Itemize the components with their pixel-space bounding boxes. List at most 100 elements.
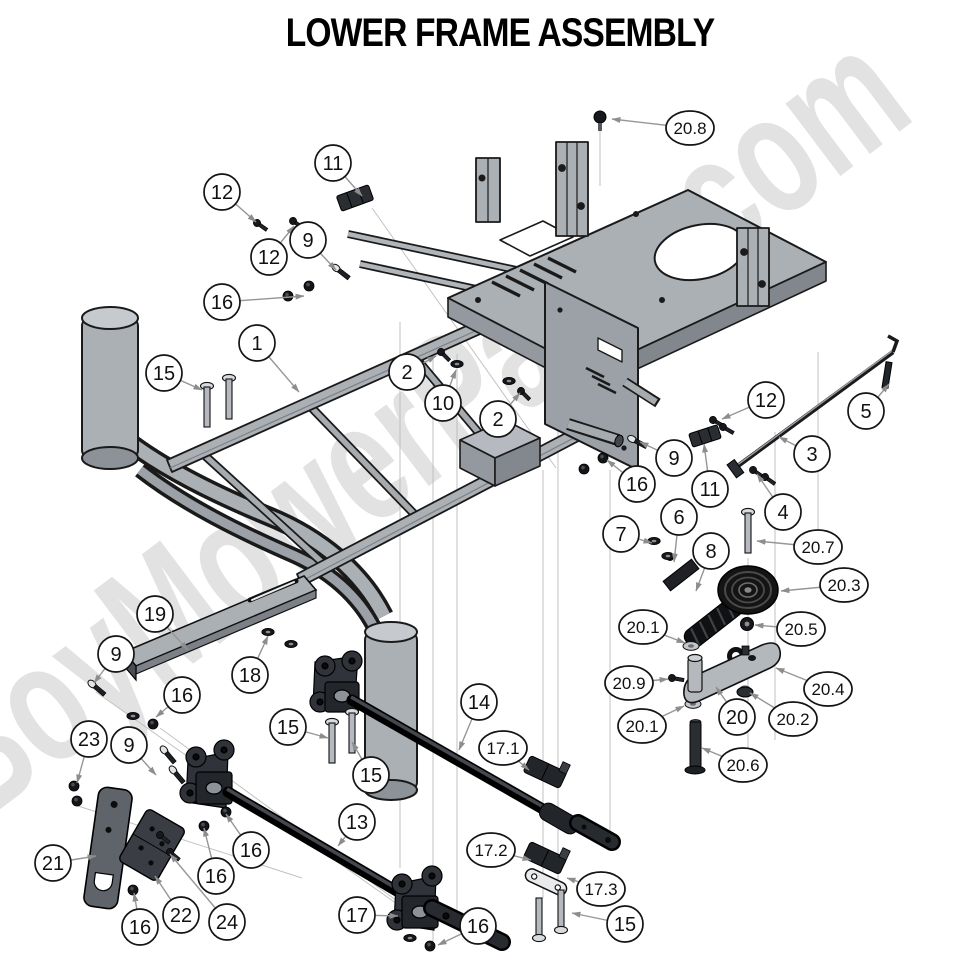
bracket-21 [83, 786, 133, 910]
callout-21: 21 [34, 844, 97, 882]
callout-12: 12 [721, 381, 785, 420]
hitch-box [459, 419, 541, 487]
svg-text:15: 15 [153, 363, 175, 385]
svg-text:4: 4 [777, 502, 788, 524]
callout-15: 15 [145, 354, 203, 392]
svg-text:20.6: 20.6 [726, 756, 759, 775]
callout-17.1: 17.1 [478, 730, 530, 771]
main-frame [81, 141, 827, 801]
svg-text:15: 15 [277, 717, 299, 739]
callout-20.1: 20.1 [617, 705, 685, 744]
svg-text:20.2: 20.2 [776, 710, 809, 729]
caster-tube-left [81, 306, 139, 470]
callout-11: 11 [314, 144, 363, 197]
svg-text:5: 5 [860, 401, 871, 423]
hardware [68, 110, 778, 952]
svg-text:20.5: 20.5 [784, 620, 817, 639]
callout-10: 10 [424, 369, 462, 422]
callout-22: 22 [154, 875, 200, 934]
svg-text:20.4: 20.4 [811, 680, 844, 699]
svg-text:17.3: 17.3 [584, 880, 617, 899]
clamp-17-2 [523, 841, 571, 875]
callout-20.9: 20.9 [604, 665, 669, 701]
tie-rod-13 [222, 786, 418, 906]
svg-text:16: 16 [211, 292, 233, 314]
callout-16: 16 [225, 813, 270, 869]
svg-text:17.1: 17.1 [486, 739, 519, 758]
svg-text:17: 17 [346, 905, 368, 927]
svg-text:16: 16 [240, 840, 262, 862]
svg-text:11: 11 [323, 153, 344, 175]
idler-arm [683, 642, 782, 775]
svg-text:18: 18 [239, 665, 261, 687]
callout-16: 16 [197, 827, 235, 895]
svg-text:1: 1 [251, 333, 262, 355]
svg-text:2: 2 [492, 409, 503, 431]
callout-17: 17 [338, 896, 399, 934]
svg-text:16: 16 [626, 474, 648, 496]
svg-text:9: 9 [110, 644, 121, 666]
rear-plate [544, 281, 639, 471]
callout-16: 16 [203, 283, 305, 321]
svg-text:6: 6 [673, 507, 684, 529]
callout-16: 16 [155, 676, 201, 718]
callout-18: 18 [231, 635, 269, 694]
svg-text:21: 21 [42, 853, 64, 875]
callout-20.8: 20.8 [611, 110, 715, 146]
link-plate-17-3 [524, 868, 568, 896]
callout-19: 19 [136, 595, 189, 651]
callout-16: 16 [606, 459, 656, 503]
svg-text:2: 2 [401, 362, 412, 384]
callout-16: 16 [121, 892, 159, 946]
callout-12: 12 [203, 173, 257, 223]
callout-20.7: 20.7 [756, 529, 843, 565]
callout-12: 12 [250, 225, 295, 276]
callout-23: 23 [70, 720, 108, 784]
svg-text:12: 12 [755, 390, 777, 412]
svg-text:16: 16 [205, 866, 227, 888]
svg-text:22: 22 [170, 905, 192, 927]
callout-20.2: 20.2 [749, 692, 818, 737]
svg-text:3: 3 [806, 444, 817, 466]
callout-17.3: 17.3 [566, 871, 626, 907]
svg-text:17.2: 17.2 [474, 841, 507, 860]
callout-20.4: 20.4 [775, 667, 853, 707]
svg-text:20.1: 20.1 [625, 717, 658, 736]
svg-text:7: 7 [615, 524, 626, 546]
svg-text:12: 12 [211, 182, 233, 204]
callout-5: 5 [847, 383, 890, 430]
svg-text:20.3: 20.3 [827, 576, 860, 595]
callout-24: 24 [169, 853, 246, 941]
svg-text:20.1: 20.1 [626, 618, 659, 637]
stabilizer-rod [726, 334, 900, 479]
svg-text:9: 9 [668, 448, 679, 470]
callout-9: 9 [93, 635, 135, 684]
axle-pins [566, 377, 661, 448]
pivot-bracket-front [309, 650, 363, 713]
lower-linkage [83, 575, 621, 951]
svg-text:20.9: 20.9 [612, 674, 645, 693]
callout-6: 6 [660, 498, 698, 563]
callout-8: 8 [692, 532, 730, 592]
callout-15: 15 [571, 905, 644, 943]
callout-15: 15 [351, 741, 390, 794]
callout-20.5: 20.5 [754, 611, 826, 647]
pivot-bracket-left [179, 739, 235, 809]
svg-text:15: 15 [360, 765, 382, 787]
svg-text:12: 12 [258, 247, 280, 269]
callout-3: 3 [778, 435, 831, 473]
svg-text:10: 10 [432, 393, 454, 415]
svg-text:8: 8 [705, 541, 716, 563]
callout-13: 13 [337, 803, 376, 847]
clamp-11b [688, 424, 722, 448]
svg-text:16: 16 [171, 685, 193, 707]
svg-text:23: 23 [78, 729, 100, 751]
callout-9: 9 [110, 726, 157, 776]
page-title: LOWER FRAME ASSEMBLY [286, 10, 716, 54]
callout-11: 11 [691, 443, 729, 508]
svg-text:15: 15 [614, 914, 636, 936]
svg-text:11: 11 [700, 479, 721, 501]
